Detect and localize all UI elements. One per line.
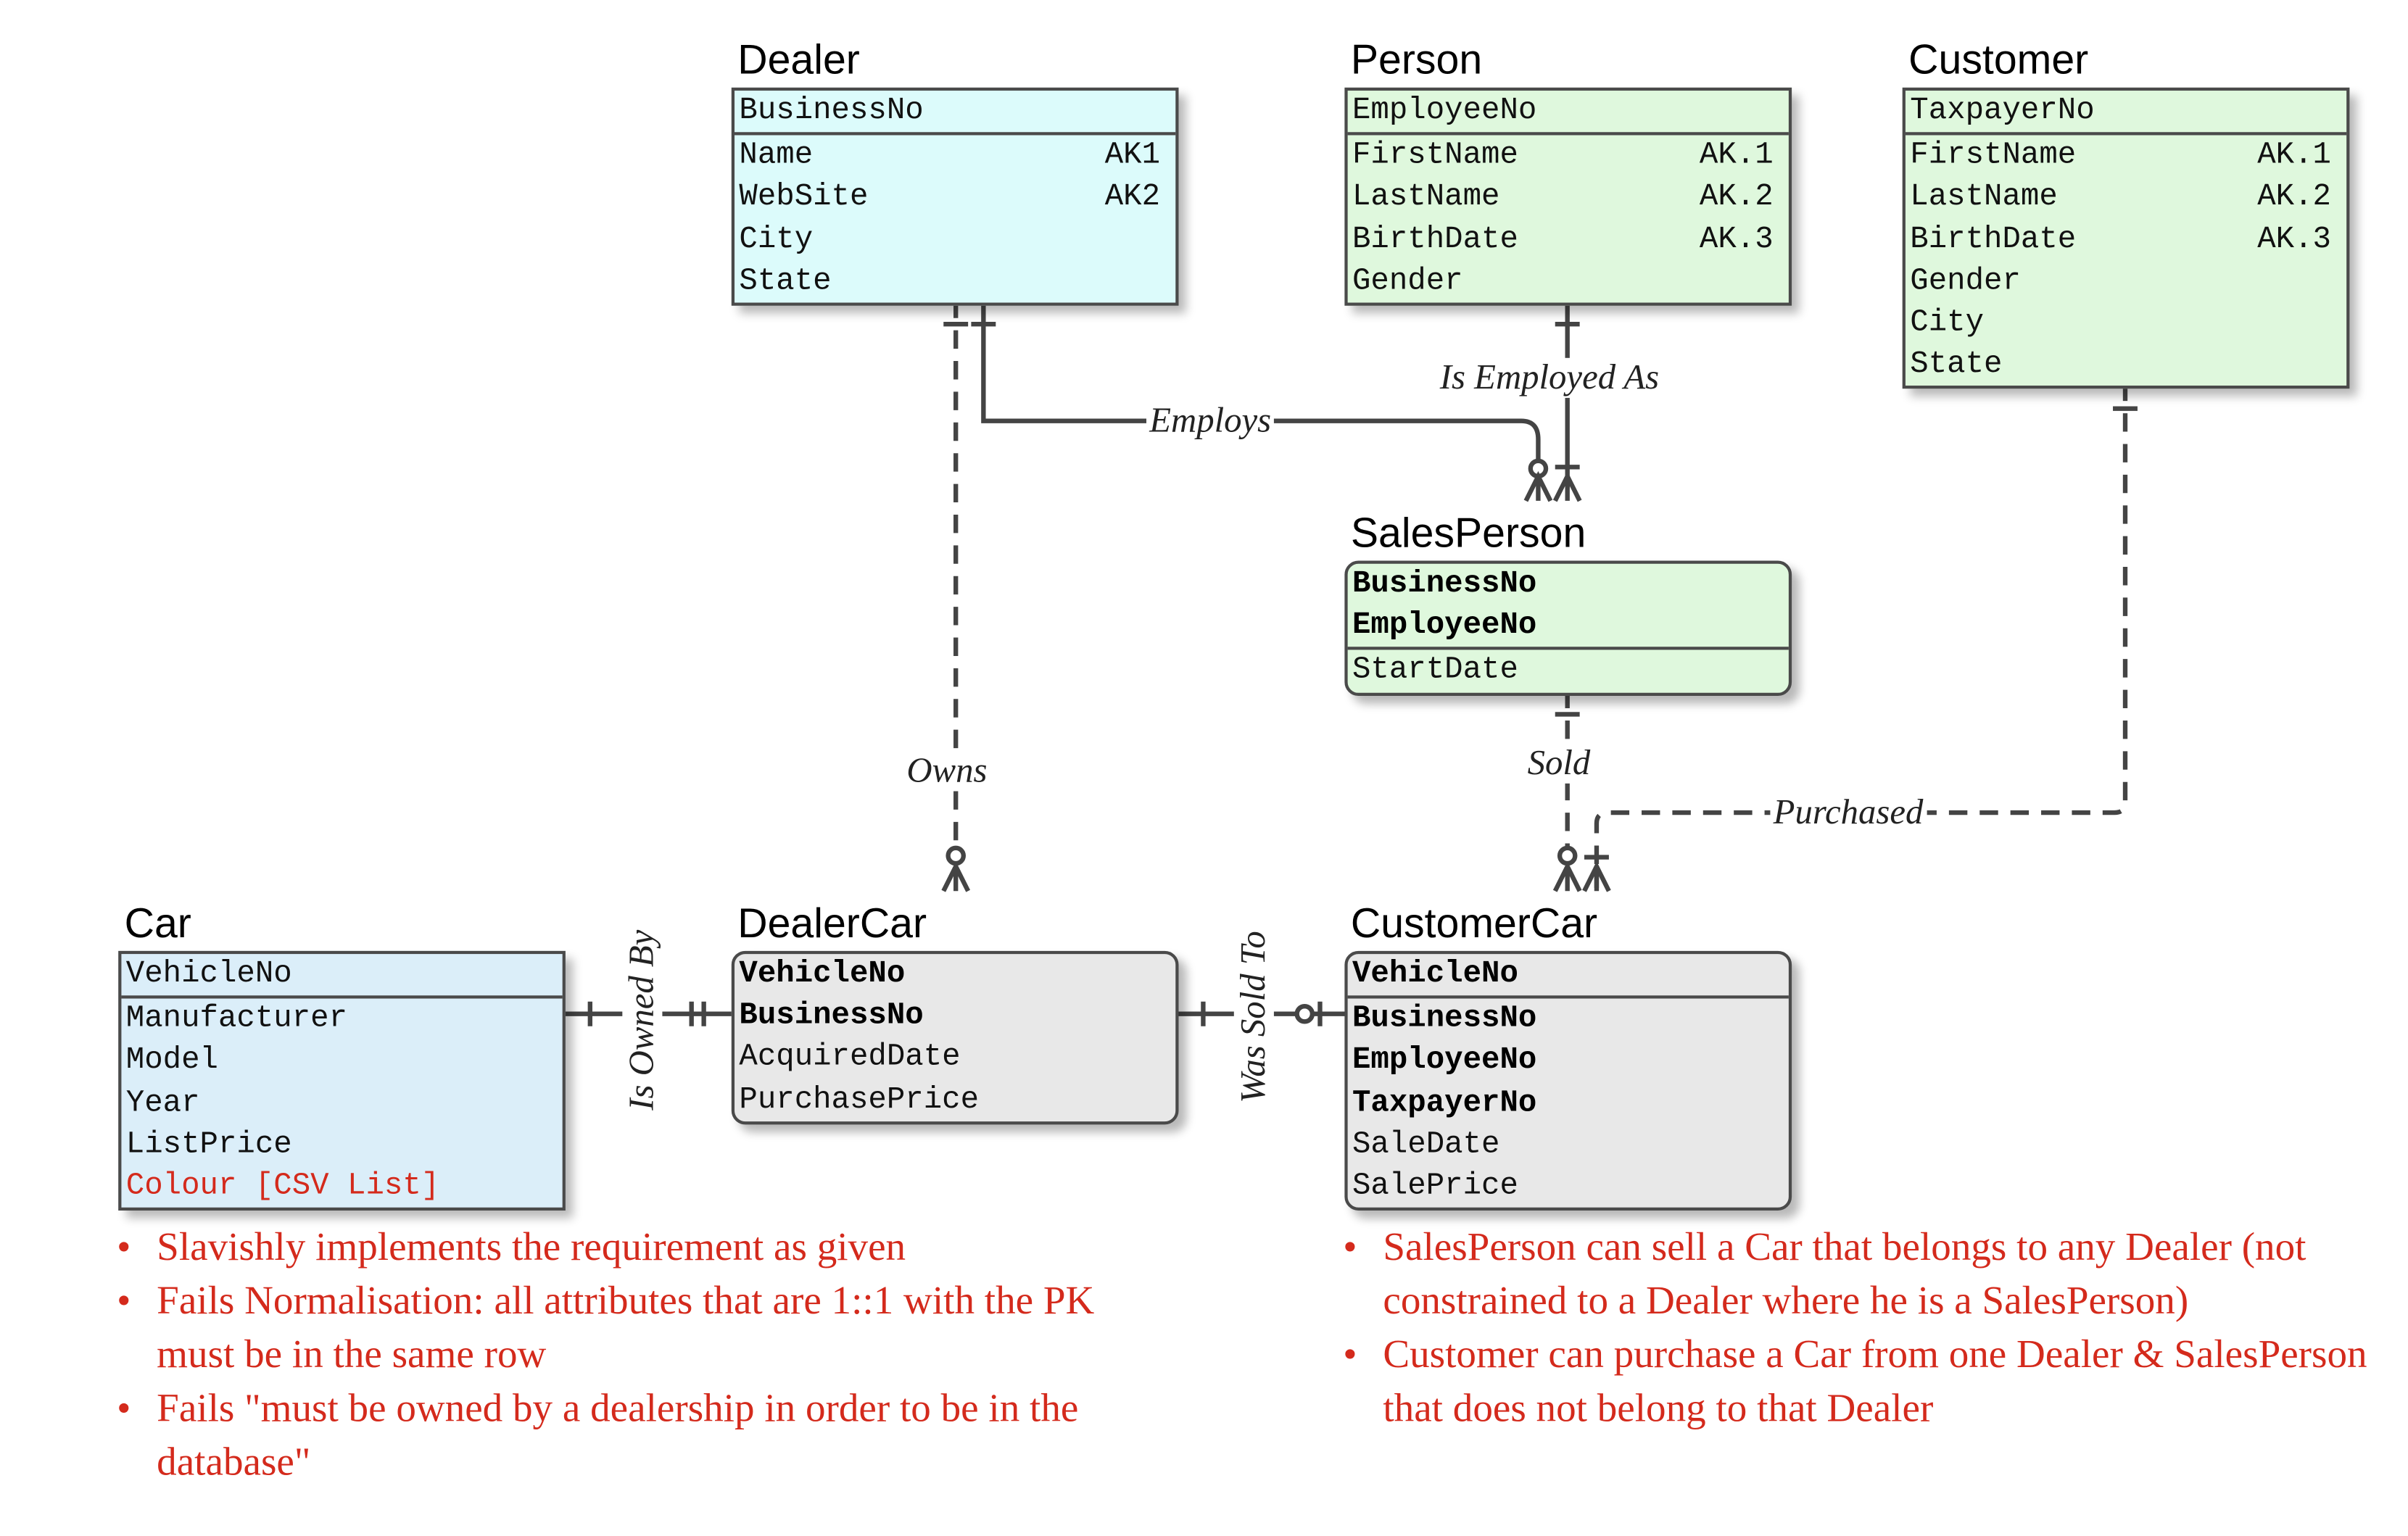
alternate-key-tag: AK.2 <box>1699 180 1774 216</box>
sold-crowfoot <box>1552 861 1582 892</box>
employs-label: Employs <box>1146 401 1275 441</box>
foreign-key-attribute: BusinessNo <box>1352 1002 1537 1037</box>
key-attribute: EmployeeNo <box>1352 608 1537 644</box>
note-item: Customer can purchase a Car from one Dea… <box>1343 1327 2388 1435</box>
is-employed-as-label: Is Employed As <box>1436 357 1663 398</box>
entity-car: Car VehicleNo Manufacturer Model Year Li… <box>118 900 566 1211</box>
foreign-key-attribute: EmployeeNo <box>1352 1043 1537 1079</box>
entity-title: Person <box>1350 36 1483 83</box>
alternate-key-tag: AK2 <box>1104 180 1161 216</box>
sold-label: Sold <box>1524 743 1594 784</box>
attribute: Gender <box>1352 263 1463 299</box>
key-attribute: BusinessNo <box>1352 567 1537 602</box>
is-employed-as-crowfoot <box>1552 470 1582 502</box>
attribute: SaleDate <box>1352 1127 1500 1163</box>
attribute: Manufacturer <box>125 1002 348 1037</box>
attribute: City <box>739 222 814 258</box>
owns-crowfoot <box>941 861 971 892</box>
key-attribute: TaxpayerNo <box>1910 94 2095 130</box>
employs-crowfoot <box>1523 470 1553 502</box>
entity-title: CustomerCar <box>1350 900 1598 947</box>
alternate-key-tag: AK1 <box>1104 138 1161 174</box>
purchased-label: Purchased <box>1770 792 1927 833</box>
alternate-key-tag: AK.2 <box>2257 180 2331 216</box>
entity-title: Customer <box>1908 36 2089 83</box>
attribute: State <box>1910 347 2003 383</box>
key-attribute: BusinessNo <box>739 998 924 1034</box>
attribute-csv-list: Colour [CSV List] <box>125 1168 440 1205</box>
key-attribute: VehicleNo <box>125 957 292 993</box>
alternate-key-tag: AK.1 <box>2257 138 2331 174</box>
attribute: Year <box>125 1085 200 1121</box>
entity-customercar: CustomerCar VehicleNo BusinessNo Employe… <box>1344 900 1792 1211</box>
foreign-key-attribute: TaxpayerNo <box>1352 1085 1537 1121</box>
employs-line <box>981 299 1541 461</box>
alternate-key-tag: AK.1 <box>1699 138 1774 174</box>
key-attribute: BusinessNo <box>739 94 924 130</box>
was-sold-to-label: Was Sold To <box>1233 927 1274 1106</box>
attribute: Model <box>125 1043 218 1079</box>
key-attribute: EmployeeNo <box>1352 94 1537 130</box>
purchased-crowfoot <box>1582 861 1611 892</box>
was-sold-to-zero-circle <box>1294 1003 1315 1024</box>
attribute: City <box>1910 305 1985 341</box>
owns-label: Owns <box>903 751 990 792</box>
alternate-key-tag: AK.3 <box>1699 222 1774 258</box>
owns-zero-circle <box>946 845 966 866</box>
notes-right: SalesPerson can sell a Car that belongs … <box>1343 1220 2388 1435</box>
key-attribute: VehicleNo <box>1352 957 1518 993</box>
attribute: State <box>739 263 832 299</box>
entity-title: SalesPerson <box>1350 510 1586 557</box>
note-item: Fails "must be owned by a dealership in … <box>117 1381 1177 1488</box>
dealercar-exactly-one-mark <box>689 1001 706 1026</box>
attribute: AcquiredDate <box>739 1040 961 1076</box>
note-item: Fails Normalisation: all attributes that… <box>117 1274 1177 1381</box>
note-item: Slavishly implements the requirement as … <box>117 1220 1177 1274</box>
attribute: StartDate <box>1352 653 1518 689</box>
sold-zero-circle <box>1557 845 1578 866</box>
entity-title: DealerCar <box>737 900 927 947</box>
is-owned-by-label: Is Owned By <box>622 926 663 1113</box>
note-item: SalesPerson can sell a Car that belongs … <box>1343 1220 2388 1327</box>
attribute: SalePrice <box>1352 1168 1518 1205</box>
key-attribute: VehicleNo <box>739 957 906 993</box>
attribute: ListPrice <box>125 1127 292 1163</box>
notes-left: Slavishly implements the requirement as … <box>117 1220 1177 1489</box>
attribute: PurchasePrice <box>739 1082 980 1118</box>
attribute: Gender <box>1910 263 2021 299</box>
entity-title: Dealer <box>737 36 860 83</box>
entity-dealercar: DealerCar VehicleNo BusinessNo AcquiredD… <box>731 900 1179 1124</box>
entity-title: Car <box>124 900 191 947</box>
entity-salesperson: SalesPerson BusinessNo EmployeeNo StartD… <box>1344 510 1792 696</box>
alternate-key-tag: AK.3 <box>2257 222 2331 258</box>
